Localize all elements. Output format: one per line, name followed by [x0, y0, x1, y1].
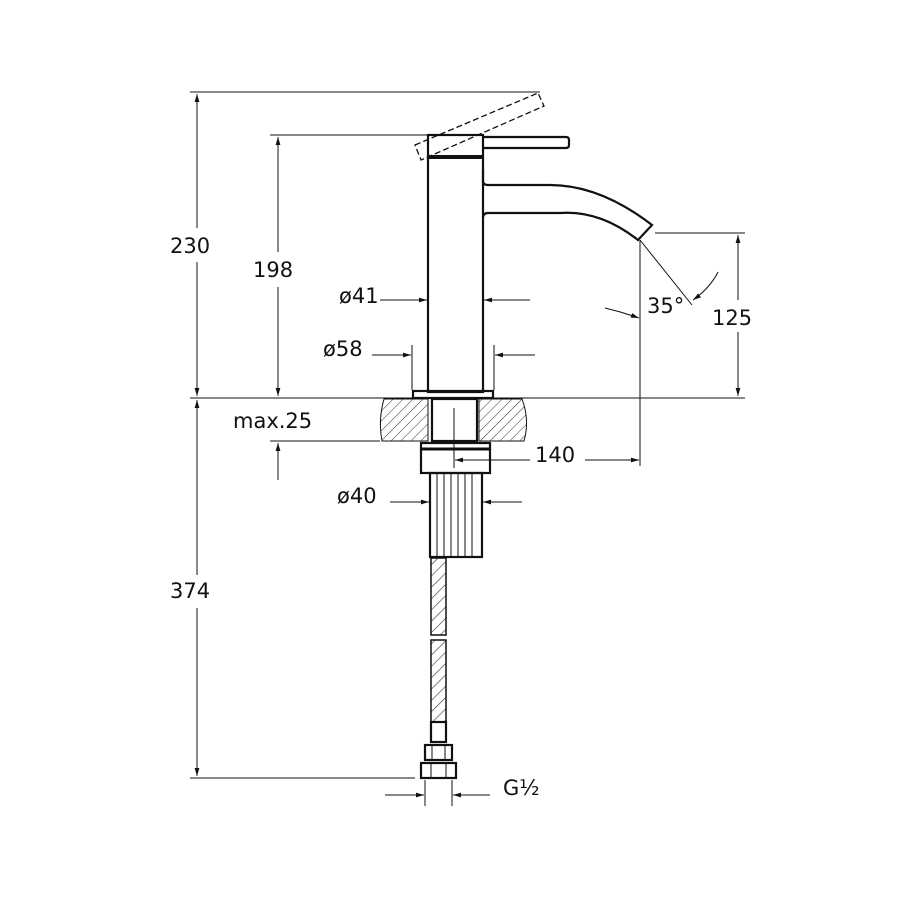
dim-counter-thickness: max.25 [233, 409, 312, 433]
dimension-lines [194, 94, 741, 798]
dim-spout-reach: 140 [535, 443, 575, 467]
dim-spout-height: 125 [712, 306, 752, 330]
dim-base-diameter: ø58 [323, 337, 363, 361]
dim-body-height: 198 [253, 258, 293, 282]
faucet-body [411, 92, 654, 400]
dim-body-diameter: ø41 [339, 284, 379, 308]
dim-shank-diameter: ø40 [337, 484, 377, 508]
countertop-section [379, 397, 528, 443]
flexible-hose [419, 557, 458, 780]
dim-connection-thread: G½ [503, 776, 540, 800]
dim-hose-length: 374 [170, 579, 210, 603]
mounting-shank [419, 441, 492, 559]
dim-spout-angle: 35° [647, 294, 684, 318]
dim-total-height: 230 [170, 234, 210, 258]
